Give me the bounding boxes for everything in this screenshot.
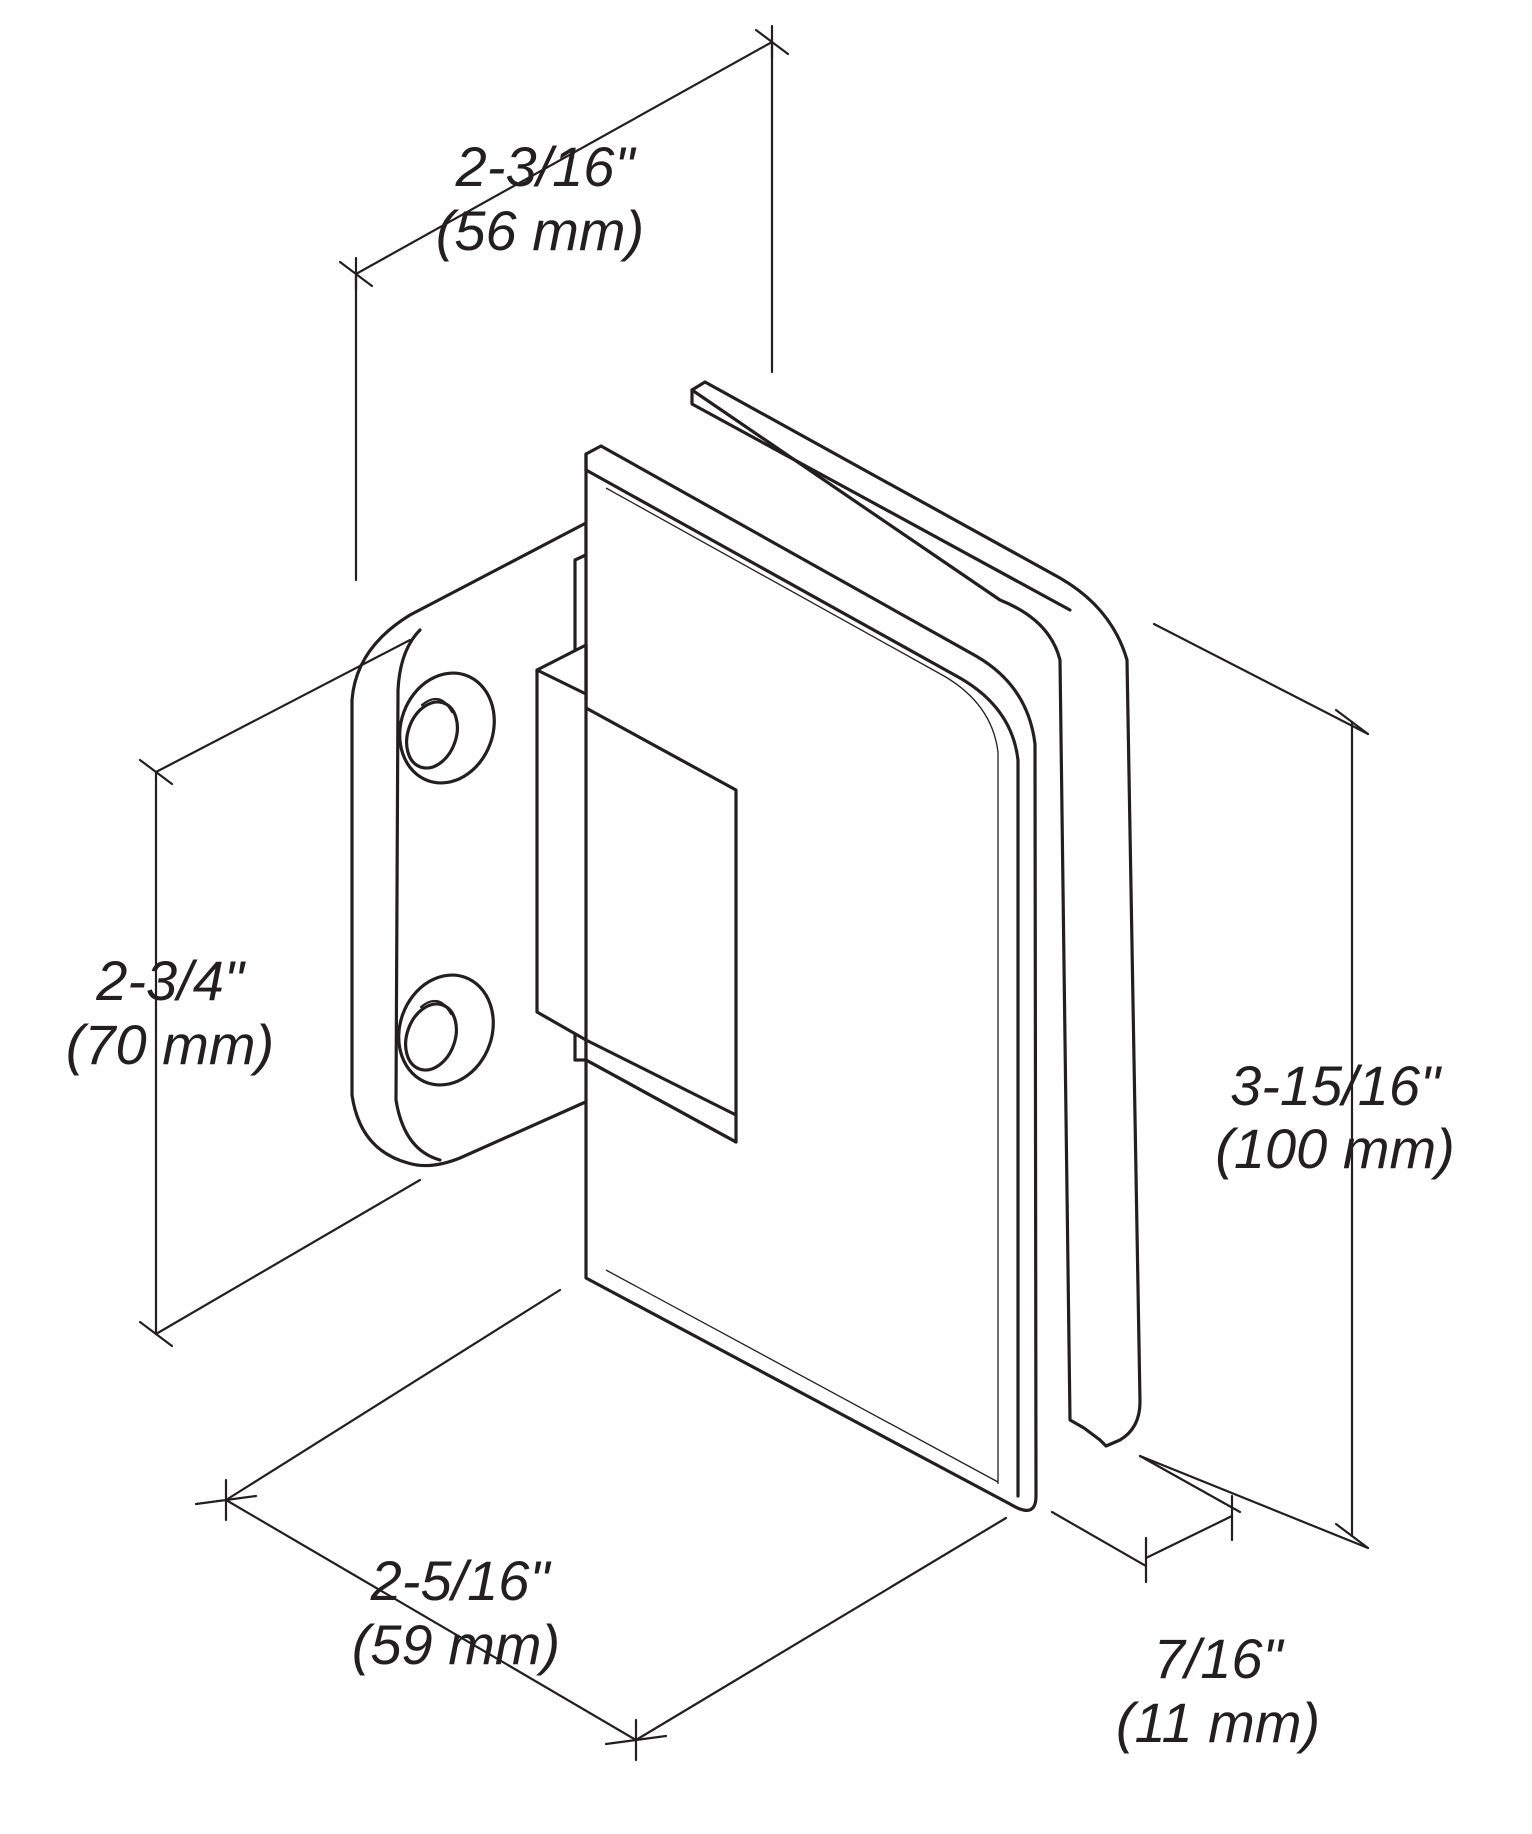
dim-overall-height-tick-top [1334,708,1370,736]
label-overall-height-imperial: 3-15/16" [1230,1054,1442,1117]
dim-glass-gap-ext-right [1138,1454,1242,1514]
dim-overall-length-ext-left [224,1288,562,1502]
dim-overall-length-ext-right [634,1516,1008,1742]
dim-mount-height-tick-bottom [138,1320,174,1348]
label-mount-height-imperial: 2-3/4" [95,949,246,1012]
screw-hole-top [398,671,496,785]
front-clamp-face [584,468,1020,1498]
dimension-labels: 2-3/16" (56 mm) 2-3/4" (70 mm) 3-15/16" … [66,135,1455,1754]
dim-top-width-tick-right [754,24,790,60]
label-overall-length-imperial: 2-5/16" [370,1549,552,1612]
label-glass-gap-imperial: 7/16" [1154,1627,1285,1690]
front-clamp-plate [584,444,1038,1512]
dim-glass-gap-ext-left [1050,1510,1148,1568]
label-overall-height-metric: (100 mm) [1215,1117,1455,1180]
dim-mount-height-ext-bottom [154,1178,422,1336]
back-clamp-plate [690,380,1142,1448]
dim-glass-gap-line [1144,1514,1234,1560]
label-top-width-metric: (56 mm) [436,199,644,262]
dim-overall-length-tick-right [604,1718,668,1762]
dim-top-width-tick-left [338,256,374,292]
dim-overall-height-ext-bottom [1138,1454,1370,1550]
label-glass-gap-metric: (11 mm) [1116,1691,1320,1754]
dimension-lines [138,24,1370,1762]
dim-mount-height-tick-top [138,758,174,786]
dim-top-width-line [354,40,774,276]
dim-overall-length-tick-left [194,1478,258,1522]
back-clamp-plate-edge [690,388,1072,612]
wall-mount-plate [350,521,592,1168]
front-clamp-inner-bevel [605,487,999,1484]
hinge-illustration [350,380,1142,1512]
label-overall-length-metric: (59 mm) [352,1613,560,1676]
dim-overall-height-tick-bottom [1334,1522,1370,1550]
screw-hole-bottom [397,973,495,1087]
dim-mount-height-ext-top [154,638,412,774]
dim-overall-height-ext-top [1152,622,1370,736]
hinge-knuckle-face [535,668,738,1144]
label-top-width-imperial: 2-3/16" [455,135,637,198]
label-mount-height-metric: (70 mm) [66,1013,274,1076]
wall-mount-plate-front [394,628,442,1162]
dim-overall-length-line [224,1498,638,1742]
